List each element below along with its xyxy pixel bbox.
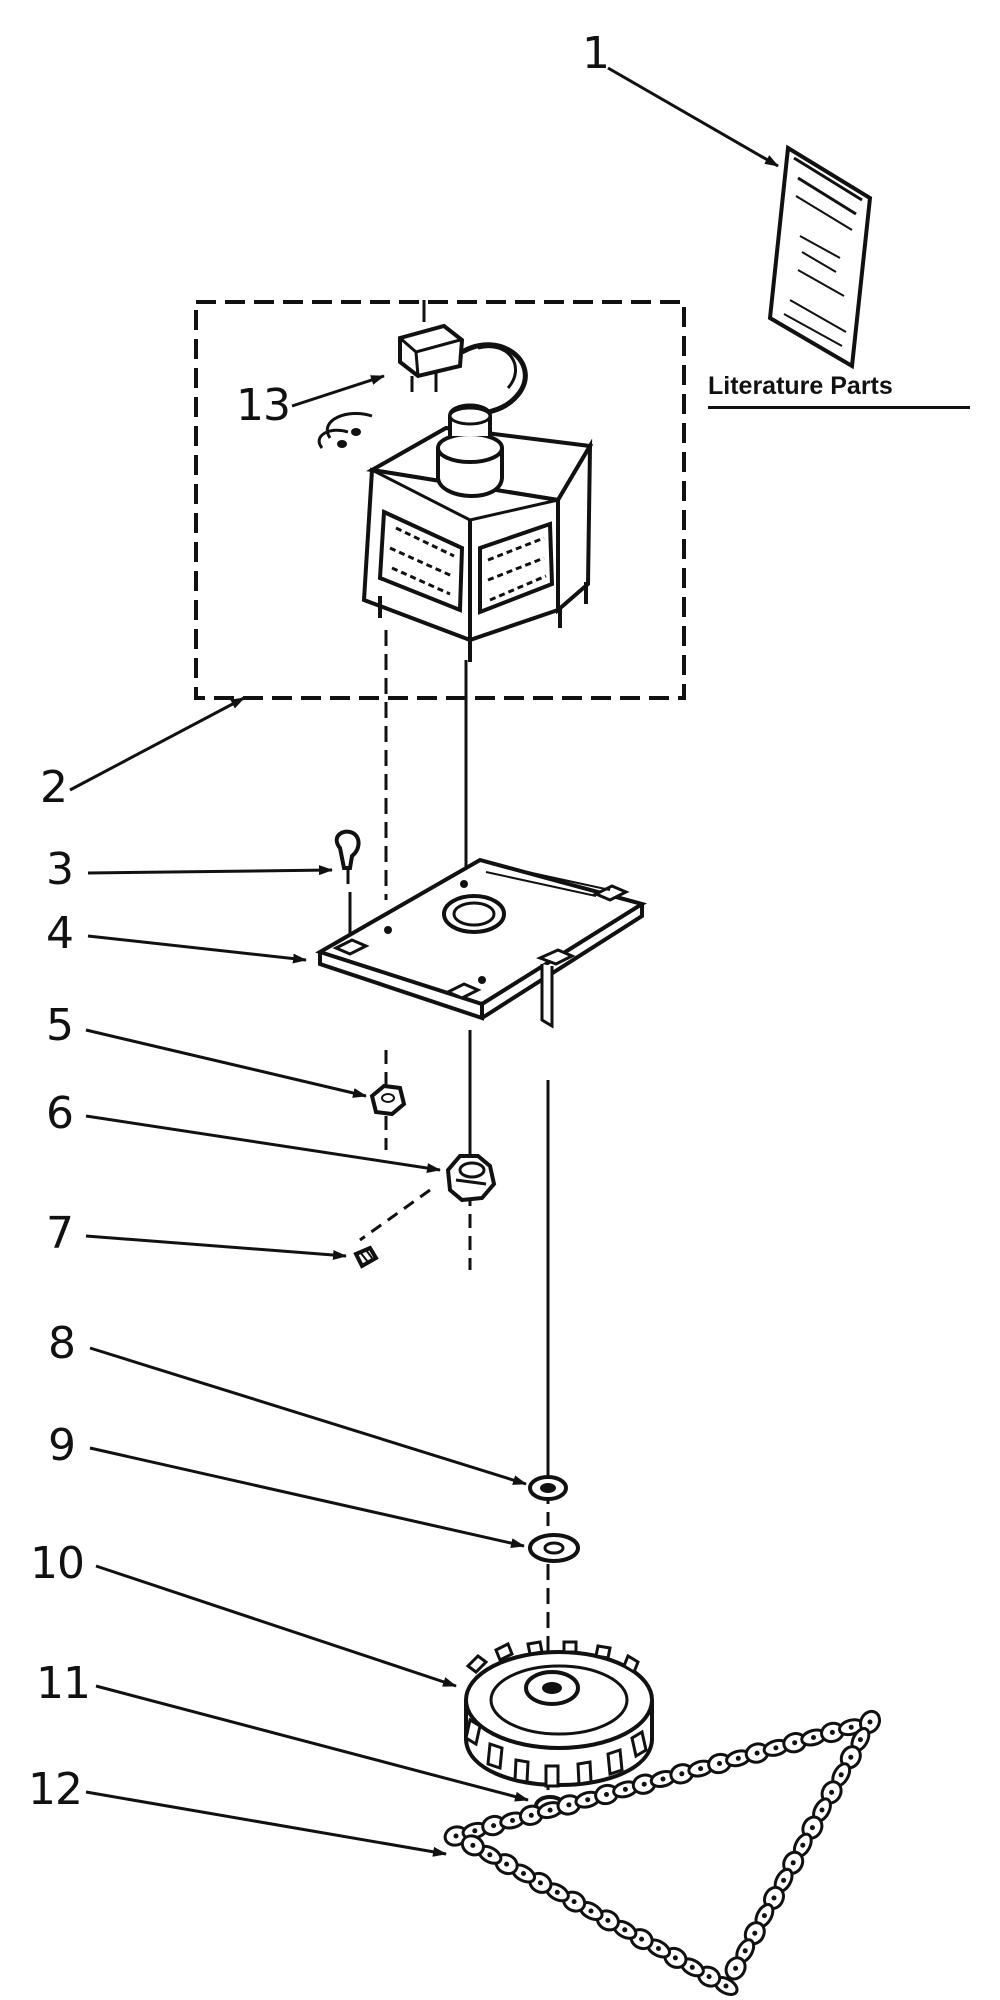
pulley-hub — [445, 1154, 497, 1203]
chain-pin — [781, 1877, 787, 1883]
chain-pin — [867, 1719, 873, 1725]
chain-pin — [689, 1964, 695, 1970]
chain-pin — [656, 1946, 661, 1951]
chain-pin — [717, 1761, 722, 1766]
chain-pin — [752, 1930, 758, 1936]
chain-pin — [773, 1745, 779, 1751]
chain-pin — [809, 1825, 815, 1831]
chain-pin — [857, 1737, 863, 1743]
chain-pin — [585, 1797, 591, 1803]
sprocket — [464, 1640, 654, 1788]
chain-pin — [829, 1789, 835, 1795]
chain-pin — [554, 1889, 560, 1895]
chain-pin — [761, 1913, 767, 1919]
chain-pin — [566, 1802, 572, 1808]
motor-assembly-box — [194, 300, 686, 700]
chain-pin — [622, 1927, 628, 1933]
chain-pin — [792, 1740, 798, 1746]
chain-pin — [510, 1818, 515, 1823]
chain-pin — [504, 1861, 510, 1867]
washer-9 — [528, 1533, 580, 1563]
chain-pin — [735, 1755, 741, 1761]
callout-10: 10 — [30, 1538, 85, 1589]
chain-pin — [829, 1729, 835, 1735]
chain-pin — [491, 1823, 497, 1829]
chain-pin — [706, 1974, 712, 1980]
callout-3: 3 — [46, 844, 74, 895]
chain-pin — [800, 1842, 806, 1848]
chain-pin — [571, 1899, 577, 1905]
callout-11: 11 — [36, 1658, 91, 1709]
callout-4: 4 — [46, 908, 74, 959]
chain-pin — [453, 1833, 459, 1839]
chain-pin — [547, 1807, 553, 1813]
chain-pin — [742, 1948, 748, 1954]
chain-pin — [771, 1895, 777, 1901]
alignment-lines — [348, 630, 550, 1790]
literature-parts-underline — [708, 406, 970, 409]
callout-13: 13 — [236, 380, 291, 431]
chain-pin — [848, 1754, 854, 1760]
chain-pin — [698, 1766, 704, 1772]
chain-pin — [811, 1735, 816, 1740]
chain-pin — [528, 1812, 534, 1818]
chain-pin — [733, 1965, 739, 1971]
motor — [317, 403, 594, 662]
chain-pin — [605, 1917, 611, 1923]
set-screw — [353, 1245, 379, 1269]
literature-booklet — [767, 144, 873, 370]
callout-9: 9 — [48, 1420, 76, 1471]
mounting-plate — [315, 857, 647, 1029]
literature-parts-label: Literature Parts — [708, 372, 893, 400]
hex-nut — [369, 1083, 407, 1117]
callout-7: 7 — [46, 1208, 74, 1259]
chain-pin — [639, 1936, 645, 1942]
callout-12: 12 — [28, 1764, 83, 1815]
callout-5: 5 — [46, 1000, 74, 1051]
motor-connector — [398, 300, 528, 430]
chain-pin — [588, 1908, 594, 1914]
chain-pin — [470, 1842, 476, 1848]
wire-clip — [334, 829, 361, 884]
washer-8 — [528, 1475, 568, 1501]
chain-pin — [848, 1724, 854, 1730]
chain-pin — [790, 1860, 796, 1866]
chain-pin — [604, 1792, 609, 1797]
chain-pin — [723, 1983, 729, 1989]
chain-pin — [641, 1781, 647, 1787]
callout-1: 1 — [582, 28, 610, 79]
callout-6: 6 — [46, 1088, 74, 1139]
chain-pin — [537, 1880, 543, 1886]
chain-pin — [472, 1828, 478, 1834]
callout-8: 8 — [48, 1318, 76, 1369]
chain-pin — [487, 1852, 493, 1858]
drive-chain — [443, 1709, 881, 1996]
chain-pin — [679, 1771, 685, 1777]
chain-pin — [819, 1807, 825, 1813]
chain-pin — [660, 1776, 666, 1782]
leader-lines — [69, 66, 779, 1857]
chain-pin — [754, 1750, 760, 1756]
chain-pin — [672, 1955, 678, 1961]
chain-pin — [838, 1772, 844, 1778]
chain-pin — [622, 1786, 628, 1792]
chain-pin — [521, 1871, 526, 1876]
callout-2: 2 — [40, 762, 68, 813]
